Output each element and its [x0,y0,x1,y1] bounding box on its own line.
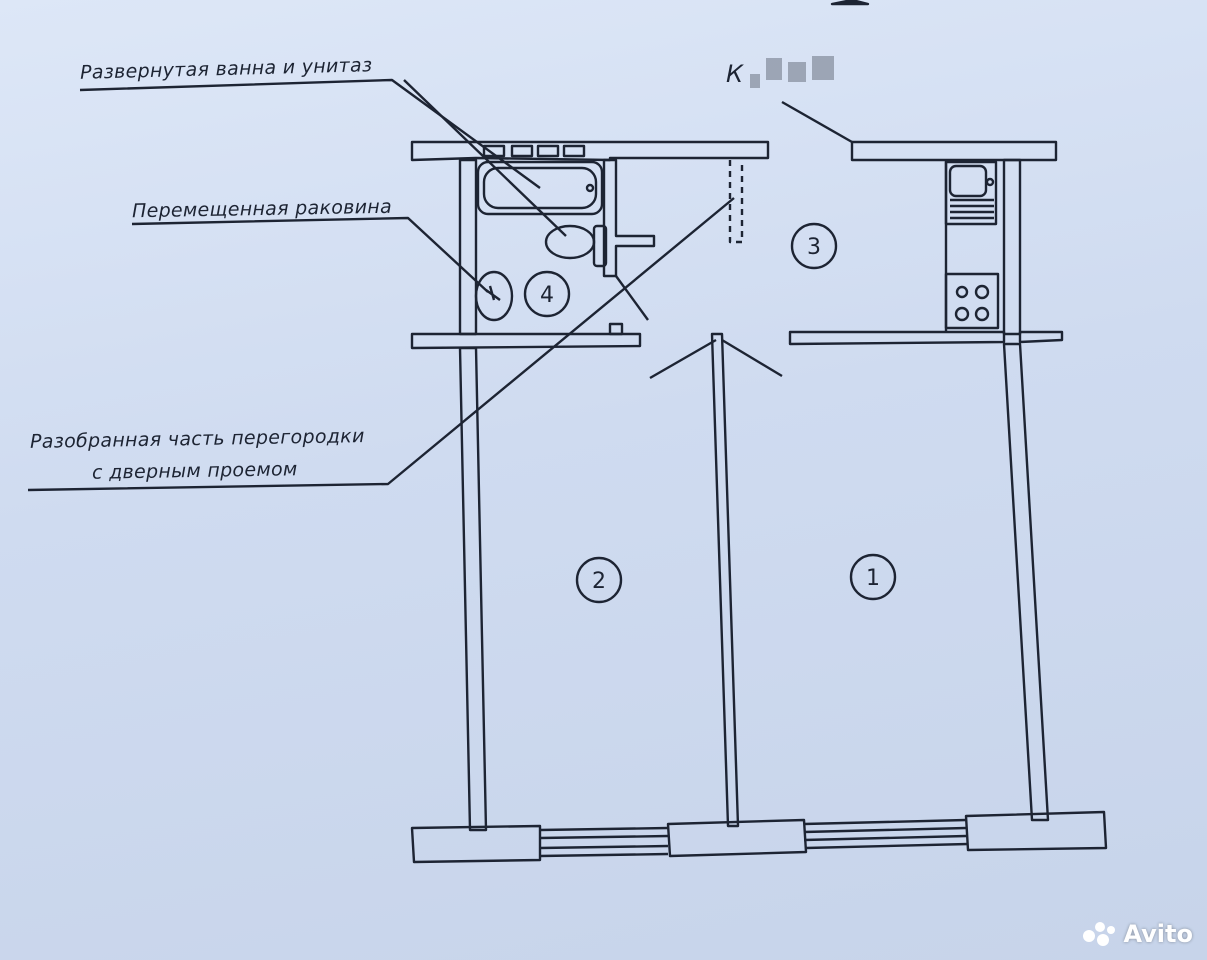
annotation-partition-line2: с дверным проемом [91,458,298,484]
avito-brand-text: Avito [1123,920,1193,948]
room-1-circle [849,553,897,601]
window-right [803,818,969,850]
redacted-text [750,40,834,88]
toilet-icon [544,224,596,260]
leader-toilet [403,79,567,237]
avito-logo-icon [1083,922,1117,946]
sink-icon [474,270,514,322]
room-4-number: 4 [540,283,554,308]
room-4-circle [523,270,571,318]
door-swing [615,275,649,321]
room-3-circle [790,222,838,270]
leader-sink [131,216,489,293]
window-left [539,826,669,858]
arrow-right [721,338,783,378]
removed-partition [728,160,744,244]
bathtub-icon [476,160,604,216]
kitchen-sink-icon [944,160,998,226]
room-2-circle [575,556,623,604]
avito-watermark: Avito [1083,920,1193,948]
leader-bath [79,78,541,189]
annotation-sink: Перемещенная раковина [131,195,393,223]
right-wall [1002,158,1022,336]
room-1-number: 1 [866,566,880,591]
bottom-wall [410,824,542,864]
corner-label: К [726,60,744,88]
leader-partition [27,197,735,492]
top-wall-left [410,140,770,162]
stove-icon [944,272,1000,330]
room-3-number: 3 [807,235,821,260]
middle-partition [710,332,740,828]
left-wall [458,158,478,336]
arrow-left [649,338,717,380]
bathroom-wall [602,158,656,278]
top-wall-right [850,140,1058,162]
leader-corner [781,100,853,144]
room-2-number: 2 [592,569,606,594]
